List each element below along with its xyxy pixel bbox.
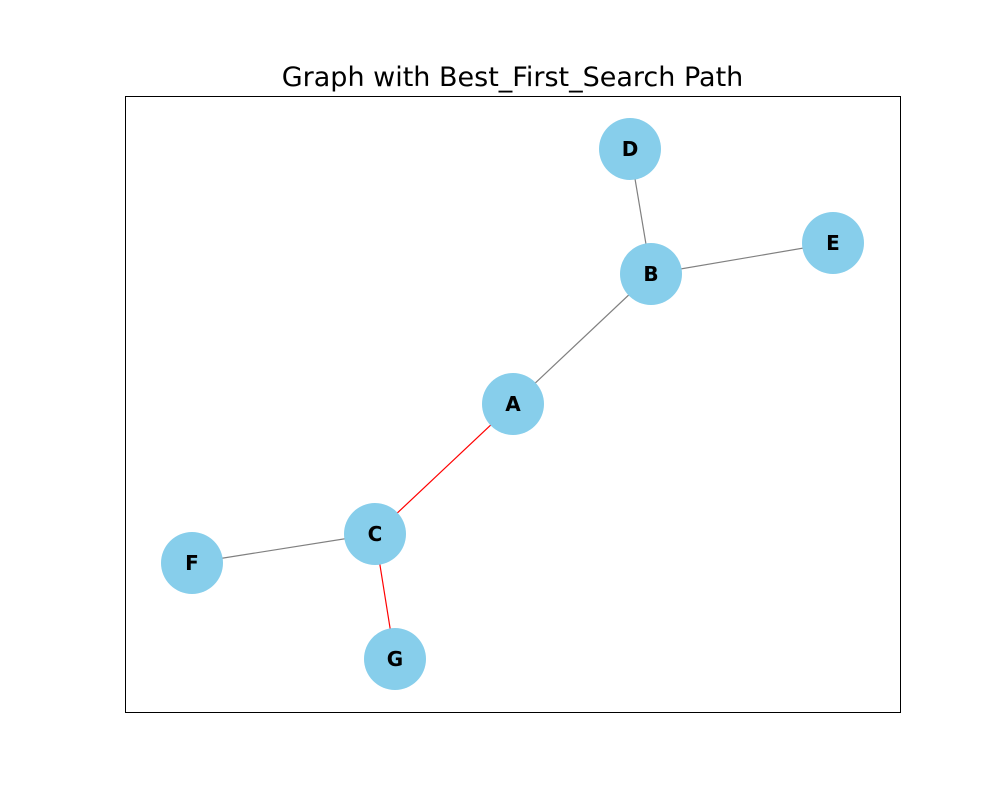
node-circle-c (344, 503, 406, 565)
node-circle-d (599, 118, 661, 180)
nodes-layer: A B C D E F G (161, 118, 864, 690)
node-label-a: A (505, 392, 521, 416)
node-label-g: G (387, 647, 403, 671)
edge-a-c (374, 403, 514, 535)
edge-a-b (512, 273, 652, 405)
node-circle-e (802, 212, 864, 274)
node-label-c: C (368, 522, 383, 546)
node-circle-f (161, 532, 223, 594)
node-circle-b (620, 243, 682, 305)
node-circle-g (364, 628, 426, 690)
node-c: C (344, 503, 406, 565)
figure-title: Graph with Best_First_Search Path (281, 62, 744, 93)
node-e: E (802, 212, 864, 274)
node-b: B (620, 243, 682, 305)
node-f: F (161, 532, 223, 594)
plot-frame (125, 96, 901, 713)
node-label-e: E (826, 231, 840, 255)
node-g: G (364, 628, 426, 690)
node-label-f: F (185, 551, 199, 575)
node-circle-a (482, 373, 544, 435)
node-label-d: D (622, 137, 639, 161)
node-label-b: B (643, 262, 658, 286)
node-d: D (599, 118, 661, 180)
node-a: A (482, 373, 544, 435)
